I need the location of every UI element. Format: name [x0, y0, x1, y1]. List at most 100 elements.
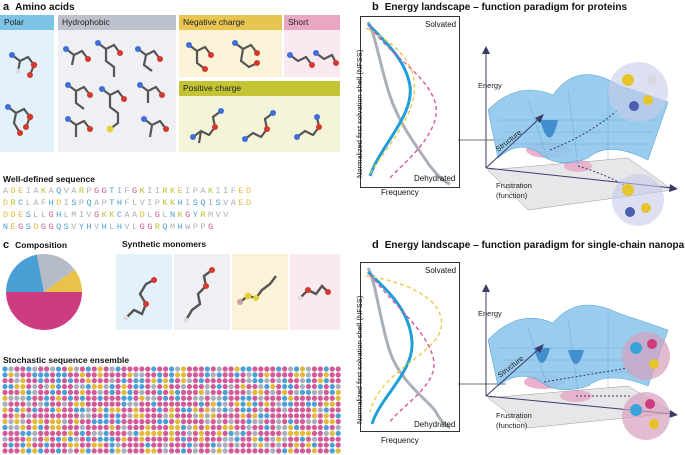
ensemble-monomer [50, 430, 56, 436]
ensemble-monomer [32, 401, 38, 407]
ensemble-monomer [270, 389, 276, 395]
ensemble-monomer [252, 407, 258, 413]
ensemble-monomer [299, 436, 306, 442]
ensemble-monomer [61, 442, 68, 448]
ensemble-monomer [14, 378, 20, 384]
ensemble-monomer [26, 419, 32, 425]
ensemble-monomer [270, 378, 276, 384]
ensemble-monomer [317, 442, 323, 448]
monomer-molecules [123, 267, 331, 323]
ensemble-monomer [169, 436, 175, 442]
ensemble-monomer [252, 424, 258, 431]
ensemble-monomer [44, 372, 50, 378]
sequence-letter: G [185, 210, 191, 220]
plot-b-bottom-label: Dehydrated [414, 174, 456, 183]
ensemble-monomer [288, 372, 294, 378]
ensemble-monomer [8, 413, 14, 419]
sequence-letter: L [132, 198, 138, 208]
ensemble-monomer [67, 372, 74, 378]
sequence-letter: L [25, 198, 32, 208]
ensemble-monomer [216, 448, 222, 454]
ensemble-monomer [186, 378, 193, 384]
ensemble-monomer [109, 436, 115, 442]
ensemble-monomer [91, 430, 97, 436]
ensemble-monomer [115, 442, 121, 448]
ensemble-monomer [311, 378, 317, 384]
ensemble-monomer [73, 448, 79, 454]
ensemble-monomer [282, 436, 288, 442]
ensemble-monomer [234, 430, 240, 436]
ensemble-monomer [133, 448, 139, 454]
ensemble-monomer [317, 372, 323, 378]
ensemble-title: Stochastic sequence ensemble [3, 355, 130, 365]
ensemble-monomer [234, 378, 240, 384]
ensemble-monomer [228, 436, 234, 442]
ensemble-monomer [157, 372, 163, 378]
ensemble-monomer [20, 430, 26, 436]
sequence-letter: P [192, 186, 199, 196]
ensemble-monomer [288, 419, 294, 425]
ensemble-monomer [61, 401, 68, 407]
ensemble-monomer [258, 419, 264, 425]
ensemble-monomer [246, 378, 252, 384]
nanoparticle-cluster-1 [622, 332, 670, 380]
sequence-letter: G [18, 222, 24, 232]
ensemble-monomer [67, 378, 74, 384]
ensemble-monomer [2, 372, 8, 378]
plot-d-xlabel: Frequency [381, 436, 419, 445]
ensemble-monomer [180, 401, 187, 407]
ensemble-monomer [252, 401, 258, 407]
ensemble-monomer [282, 424, 288, 431]
sequence-letter: I [215, 186, 222, 196]
ensemble-monomer [246, 448, 252, 454]
sequence-letter: S [63, 222, 70, 232]
ensemble-monomer [222, 372, 228, 378]
ensemble-monomer [44, 378, 50, 384]
ensemble-monomer [210, 389, 216, 395]
ensemble-monomer [133, 383, 139, 390]
ensemble-monomer [240, 401, 246, 407]
sequence-letter: L [162, 210, 169, 220]
sequence-letter: H [86, 222, 93, 232]
ensemble-monomer [115, 407, 121, 413]
negative-molecules [186, 40, 260, 72]
ensemble-monomer [264, 448, 270, 454]
ensemble-monomer [192, 378, 198, 384]
ensemble-monomer [97, 442, 103, 448]
ensemble-monomer [180, 413, 187, 419]
ensemble-monomer [210, 383, 216, 390]
ensemble-monomer [293, 442, 300, 448]
ensemble-monomer [317, 407, 323, 413]
ensemble-monomer [311, 436, 317, 442]
ensemble-monomer [234, 372, 240, 378]
ensemble-monomer [32, 430, 38, 436]
ensemble-monomer [73, 383, 79, 390]
ensemble-monomer [50, 424, 56, 431]
ensemble-monomer [73, 430, 79, 436]
ensemble-monomer [103, 401, 109, 407]
ensemble-monomer [252, 413, 258, 419]
ensemble-monomer [228, 407, 234, 413]
nfss-curve [366, 22, 412, 177]
ensemble-monomer [26, 372, 32, 378]
ensemble-monomer [67, 366, 74, 372]
ensemble-monomer [282, 378, 288, 384]
ensemble-monomer [258, 366, 264, 372]
sequence-letter: A [33, 186, 40, 196]
ensemble-monomer [240, 436, 246, 442]
ensemble-monomer [258, 383, 264, 390]
ensemble-monomer [180, 407, 187, 413]
ensemble-monomer [55, 372, 62, 378]
ensemble-monomer [133, 430, 139, 436]
ensemble-monomer [139, 424, 145, 431]
ensemble-monomer [228, 383, 234, 390]
positive-tag: Positive charge [179, 81, 340, 96]
ensemble-monomer [264, 395, 270, 401]
ensemble-monomer [157, 383, 163, 390]
ensemble-monomer [323, 395, 329, 401]
ensemble-monomer [2, 395, 8, 401]
ensemble-monomer [97, 378, 103, 384]
ensemble-monomer [8, 389, 14, 395]
ensemble-monomer [157, 442, 163, 448]
